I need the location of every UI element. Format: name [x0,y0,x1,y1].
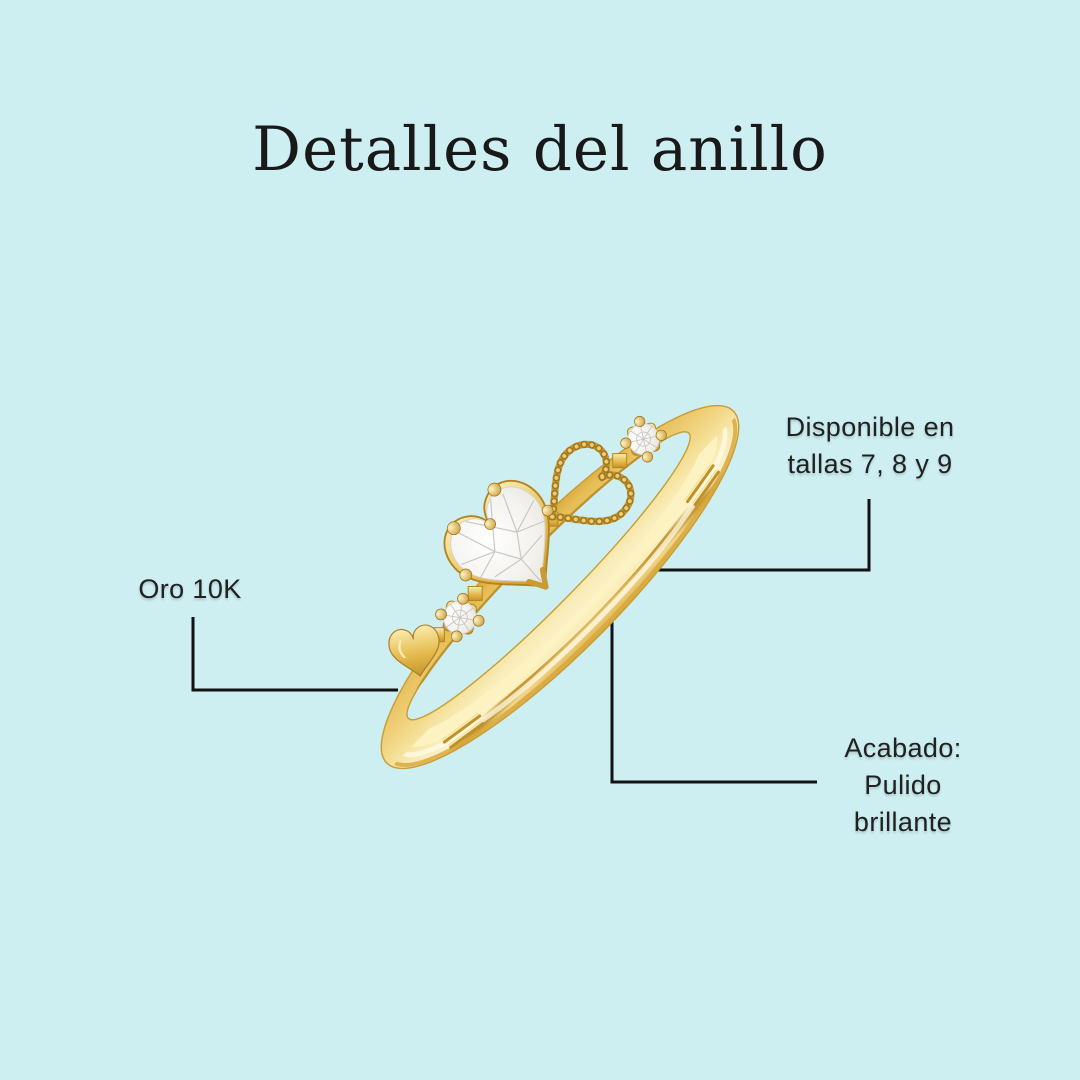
side-diamond-right [620,415,667,463]
callout-line-material [191,617,398,692]
heart-diamond-center [430,467,589,625]
ring-band [380,404,740,770]
band-grooves [441,463,720,749]
callout-material-label: Oro 10K [138,574,242,604]
solid-heart-detail [385,622,446,682]
callout-sizes-label: Disponible en tallas 7, 8 y 9 [785,412,955,479]
callout-finish-label: Acabado: Pulido brillante [844,733,962,837]
side-diamond-left [435,592,485,643]
page-title: Detalles del anillo [252,114,828,185]
callout-line-finish [610,621,817,784]
band-inner-edge-shadow [405,430,689,719]
callout-line-sizes [657,499,871,572]
ring-photo [380,404,740,770]
